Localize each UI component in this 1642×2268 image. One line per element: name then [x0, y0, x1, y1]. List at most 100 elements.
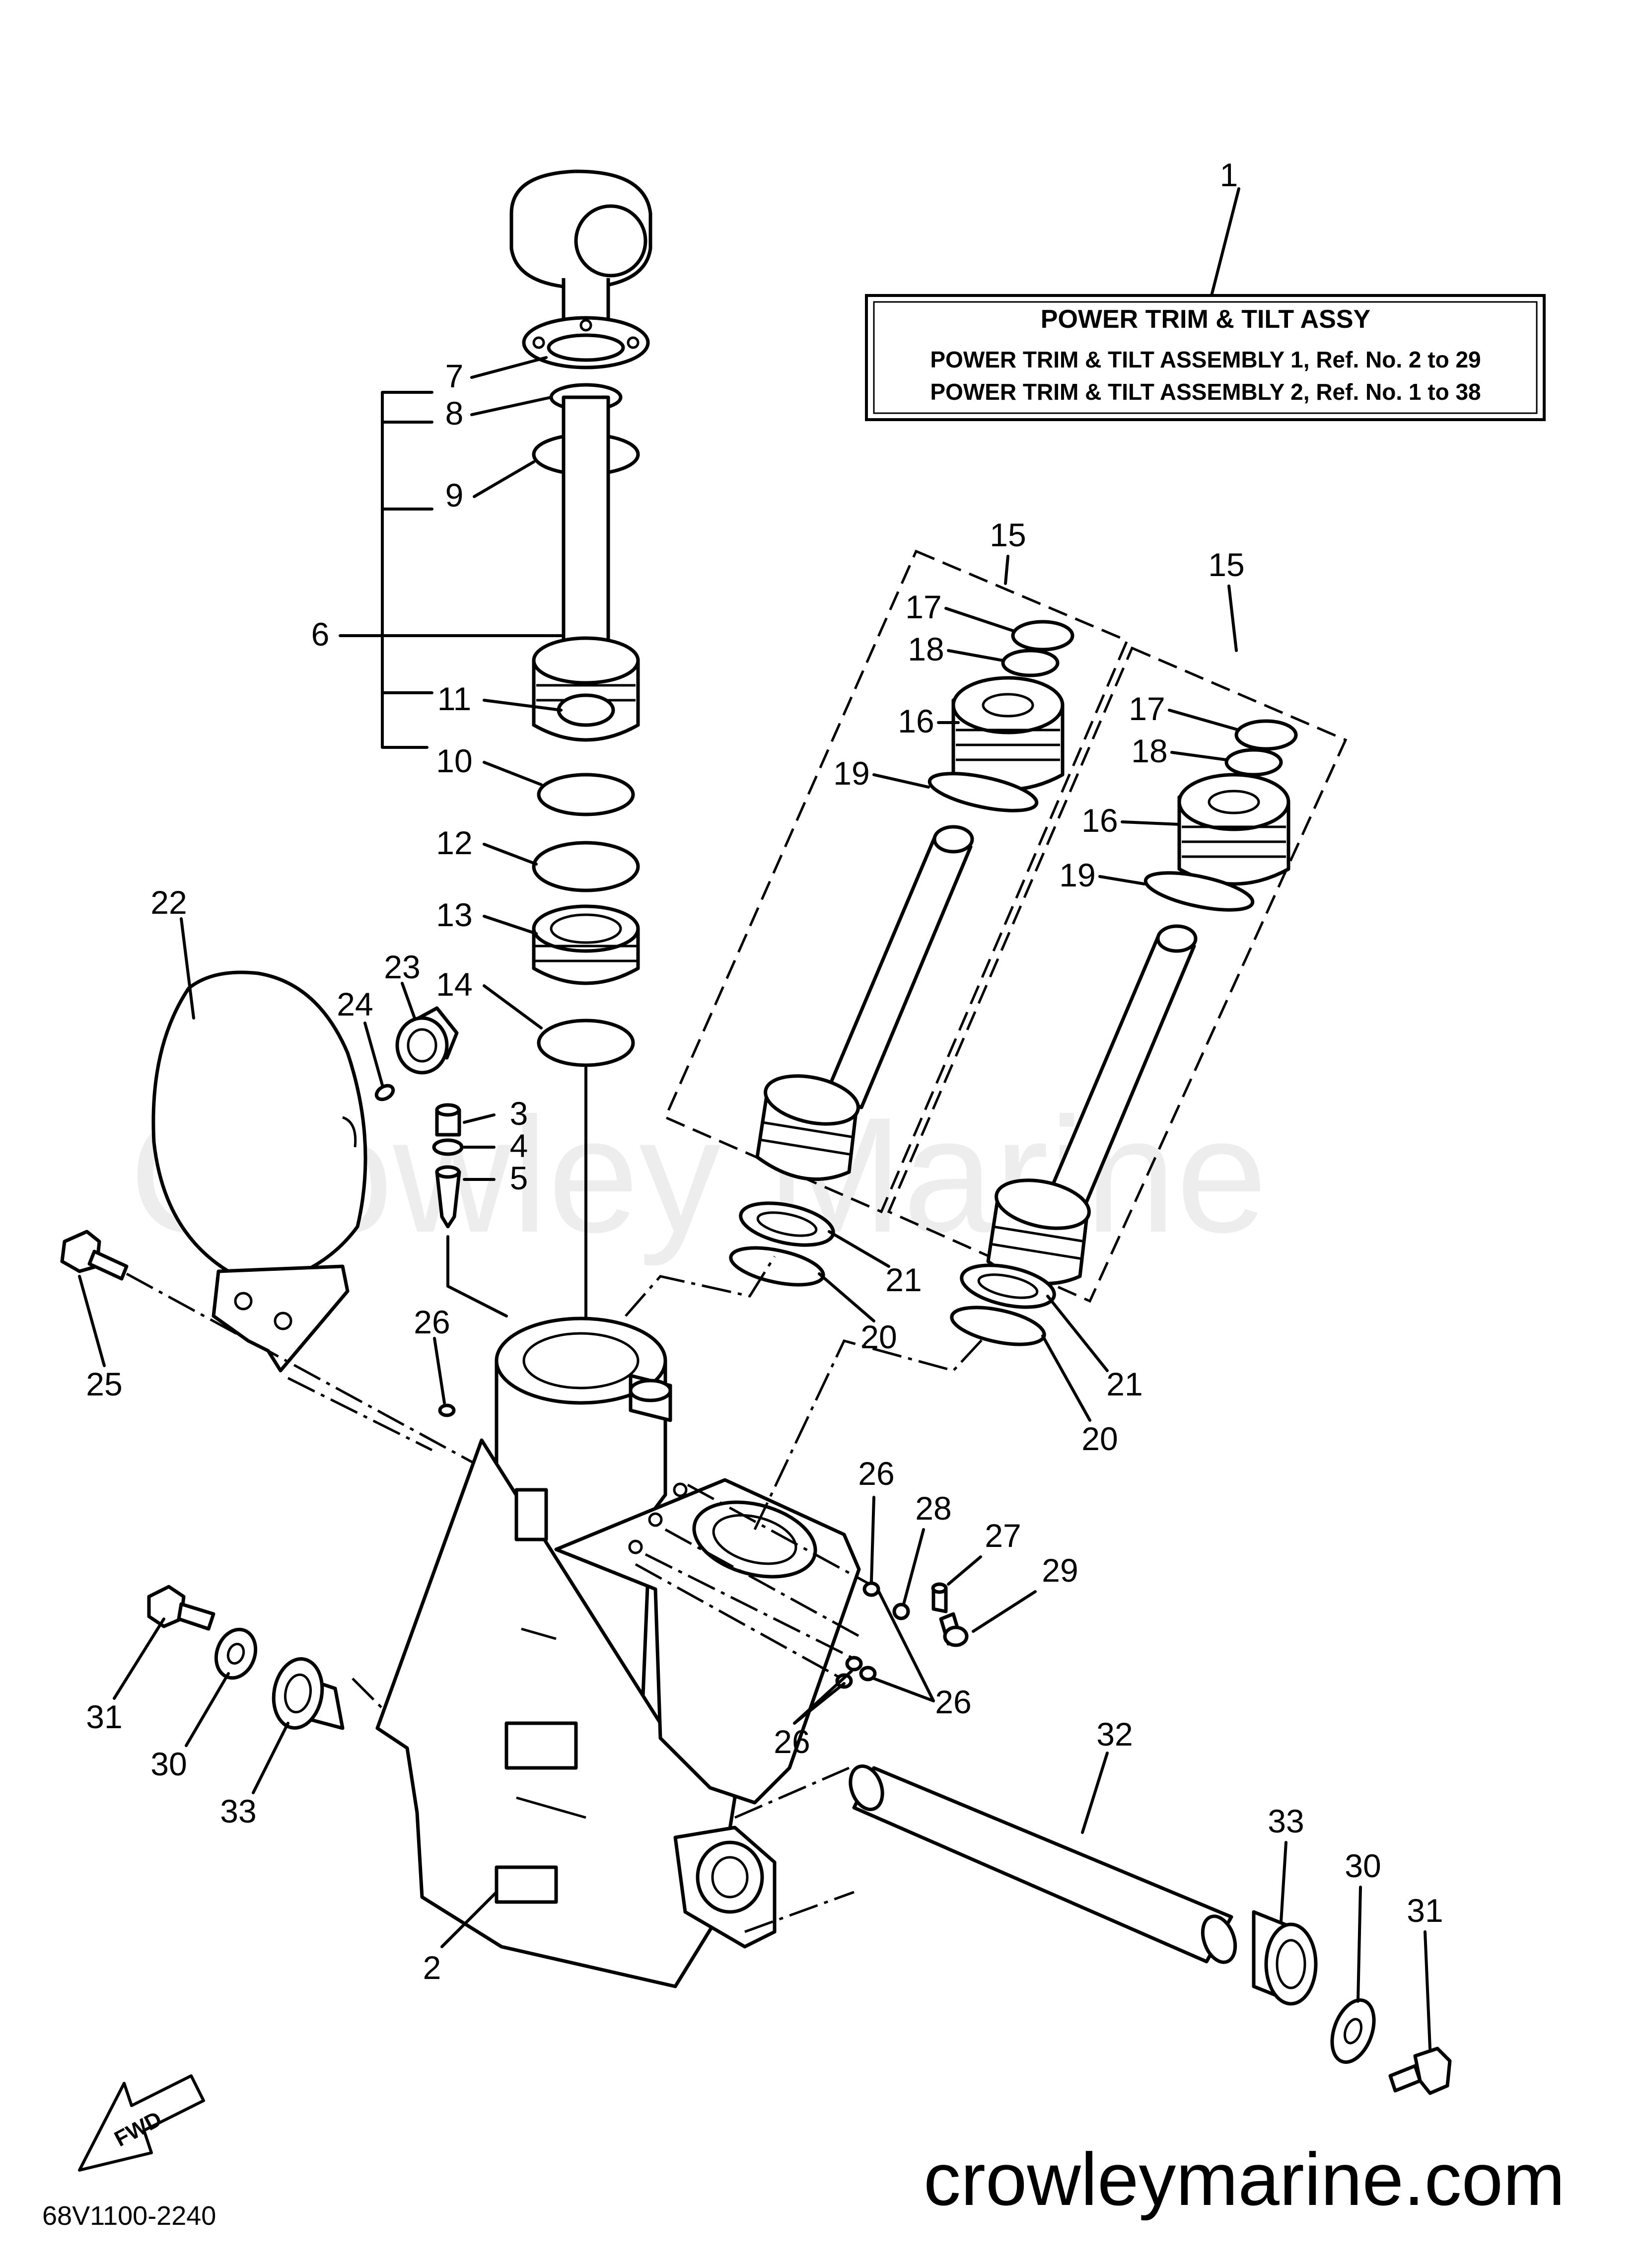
- passage-hole: [628, 1539, 643, 1554]
- cover-flange: [212, 1264, 350, 1373]
- assembly-axes: [352, 1255, 987, 1933]
- part-label-22: 22: [150, 884, 187, 921]
- trim-rod: [825, 832, 973, 1109]
- oring-26: [835, 1673, 853, 1689]
- piston-rod-6: [562, 395, 610, 677]
- plug-3-top: [435, 1103, 461, 1117]
- piston-groove: [759, 1138, 852, 1156]
- leader-2: [440, 1891, 498, 1948]
- ball-28: [892, 1603, 910, 1620]
- leader-15b: [1227, 585, 1238, 652]
- oring-26: [438, 1403, 456, 1417]
- trim-rod-tip: [932, 825, 974, 854]
- leader-31a: [113, 1617, 165, 1700]
- callout-box-outer: [865, 294, 1546, 421]
- body-line: [516, 1796, 586, 1819]
- leader-14: [483, 984, 543, 1029]
- axis-kit-right: [753, 1335, 987, 1531]
- trim-rod-tip: [1156, 924, 1198, 953]
- leader-22: [180, 917, 195, 1020]
- small-parts-cluster: [835, 1581, 969, 1689]
- part-label-30a: 30: [150, 1746, 187, 1782]
- body-detail: [504, 1721, 578, 1770]
- leader-26d2: [793, 1670, 853, 1725]
- bolt-31-head: [1413, 2047, 1452, 2095]
- assembly-callout: 1 POWER TRIM & TILT ASSY POWER TRIM & TI…: [865, 156, 1546, 421]
- diagram-code: 68V1100-2240: [42, 2201, 216, 2231]
- leader-27: [947, 1555, 982, 1586]
- part-label-30b: 30: [1345, 1847, 1381, 1884]
- part-label-21b: 21: [1106, 1366, 1142, 1402]
- leader-19b: [1098, 875, 1146, 885]
- reservoir-group: [60, 970, 488, 1471]
- leader-20a: [818, 1272, 875, 1322]
- part-label-9: 9: [445, 477, 464, 513]
- callout-leader-line: [1210, 187, 1240, 297]
- axis-shaft: [352, 1678, 383, 1709]
- filter-23-body: [395, 1016, 449, 1075]
- leader-8: [470, 396, 553, 416]
- backup-ring-inner: [977, 1273, 1039, 1299]
- axis-26: [664, 1528, 865, 1640]
- part-label-32: 32: [1096, 1716, 1133, 1753]
- trim-kit-left: [663, 549, 1129, 1287]
- website-watermark: crowleymarine.com: [924, 2137, 1565, 2221]
- part-label-26a: 26: [414, 1304, 450, 1340]
- cylinder-cap-bore: [982, 693, 1034, 718]
- cap-bolt-hole: [579, 319, 592, 332]
- oring-19: [1143, 871, 1255, 912]
- leader-30b: [1356, 1886, 1362, 2003]
- axis-26: [635, 1563, 843, 1680]
- forward-direction-badge: FWD: [78, 2074, 205, 2172]
- leader-16b: [1121, 820, 1181, 826]
- gland-top: [532, 904, 640, 953]
- flange-hole: [234, 1292, 253, 1311]
- kit-boundary: [887, 646, 1348, 1303]
- leader-15a: [1004, 555, 1009, 585]
- part-label-18a: 18: [908, 631, 944, 667]
- oring-14: [537, 1019, 635, 1067]
- part-label-19b: 19: [1059, 857, 1095, 893]
- part-label-31a: 31: [86, 1698, 122, 1735]
- part-label-33b: 33: [1268, 1803, 1304, 1839]
- kit-boundary: [663, 549, 1129, 1214]
- axis-kit-left: [625, 1255, 776, 1317]
- piston-groove: [762, 1121, 855, 1139]
- part-label-25: 25: [86, 1366, 122, 1402]
- part-label-26b: 26: [858, 1455, 894, 1492]
- leader-18a: [947, 649, 1004, 662]
- pivot-boss-face: [696, 1840, 764, 1914]
- seal-17: [1234, 719, 1298, 751]
- bushing-flange: [1264, 1922, 1318, 2006]
- bushing-flange-left: [272, 1657, 324, 1730]
- dust-seal-18: [1001, 649, 1060, 677]
- part-label-26d: 26: [774, 1723, 810, 1760]
- leader-10: [483, 761, 543, 786]
- backup-ring-inner: [756, 1211, 818, 1237]
- axis-26: [687, 1483, 880, 1591]
- cap-bolt-hole: [627, 336, 640, 349]
- part-label-1: 1: [1220, 156, 1238, 193]
- washer-30-left: [214, 1627, 258, 1680]
- leader-33a: [252, 1722, 289, 1794]
- leader-11: [483, 699, 563, 712]
- leader-28: [902, 1528, 925, 1606]
- pivot-shaft-32: [852, 1766, 1233, 1964]
- passage-hole: [648, 1512, 663, 1527]
- leader-17b: [1168, 709, 1240, 732]
- part-label-23: 23: [384, 949, 420, 985]
- trim-piston-top: [995, 1178, 1091, 1230]
- leader-12: [483, 843, 538, 866]
- shaft-end: [1201, 1914, 1237, 1964]
- valve-29: [943, 1625, 969, 1647]
- leader-33b: [1280, 1841, 1287, 1923]
- oring-4: [432, 1138, 464, 1156]
- part-label-4: 4: [510, 1127, 528, 1164]
- leader-21b: [1046, 1295, 1109, 1372]
- valve-leader: [446, 1235, 508, 1317]
- flange-hole: [274, 1312, 292, 1330]
- part-label-11: 11: [437, 680, 472, 717]
- part-label-3: 3: [510, 1095, 528, 1132]
